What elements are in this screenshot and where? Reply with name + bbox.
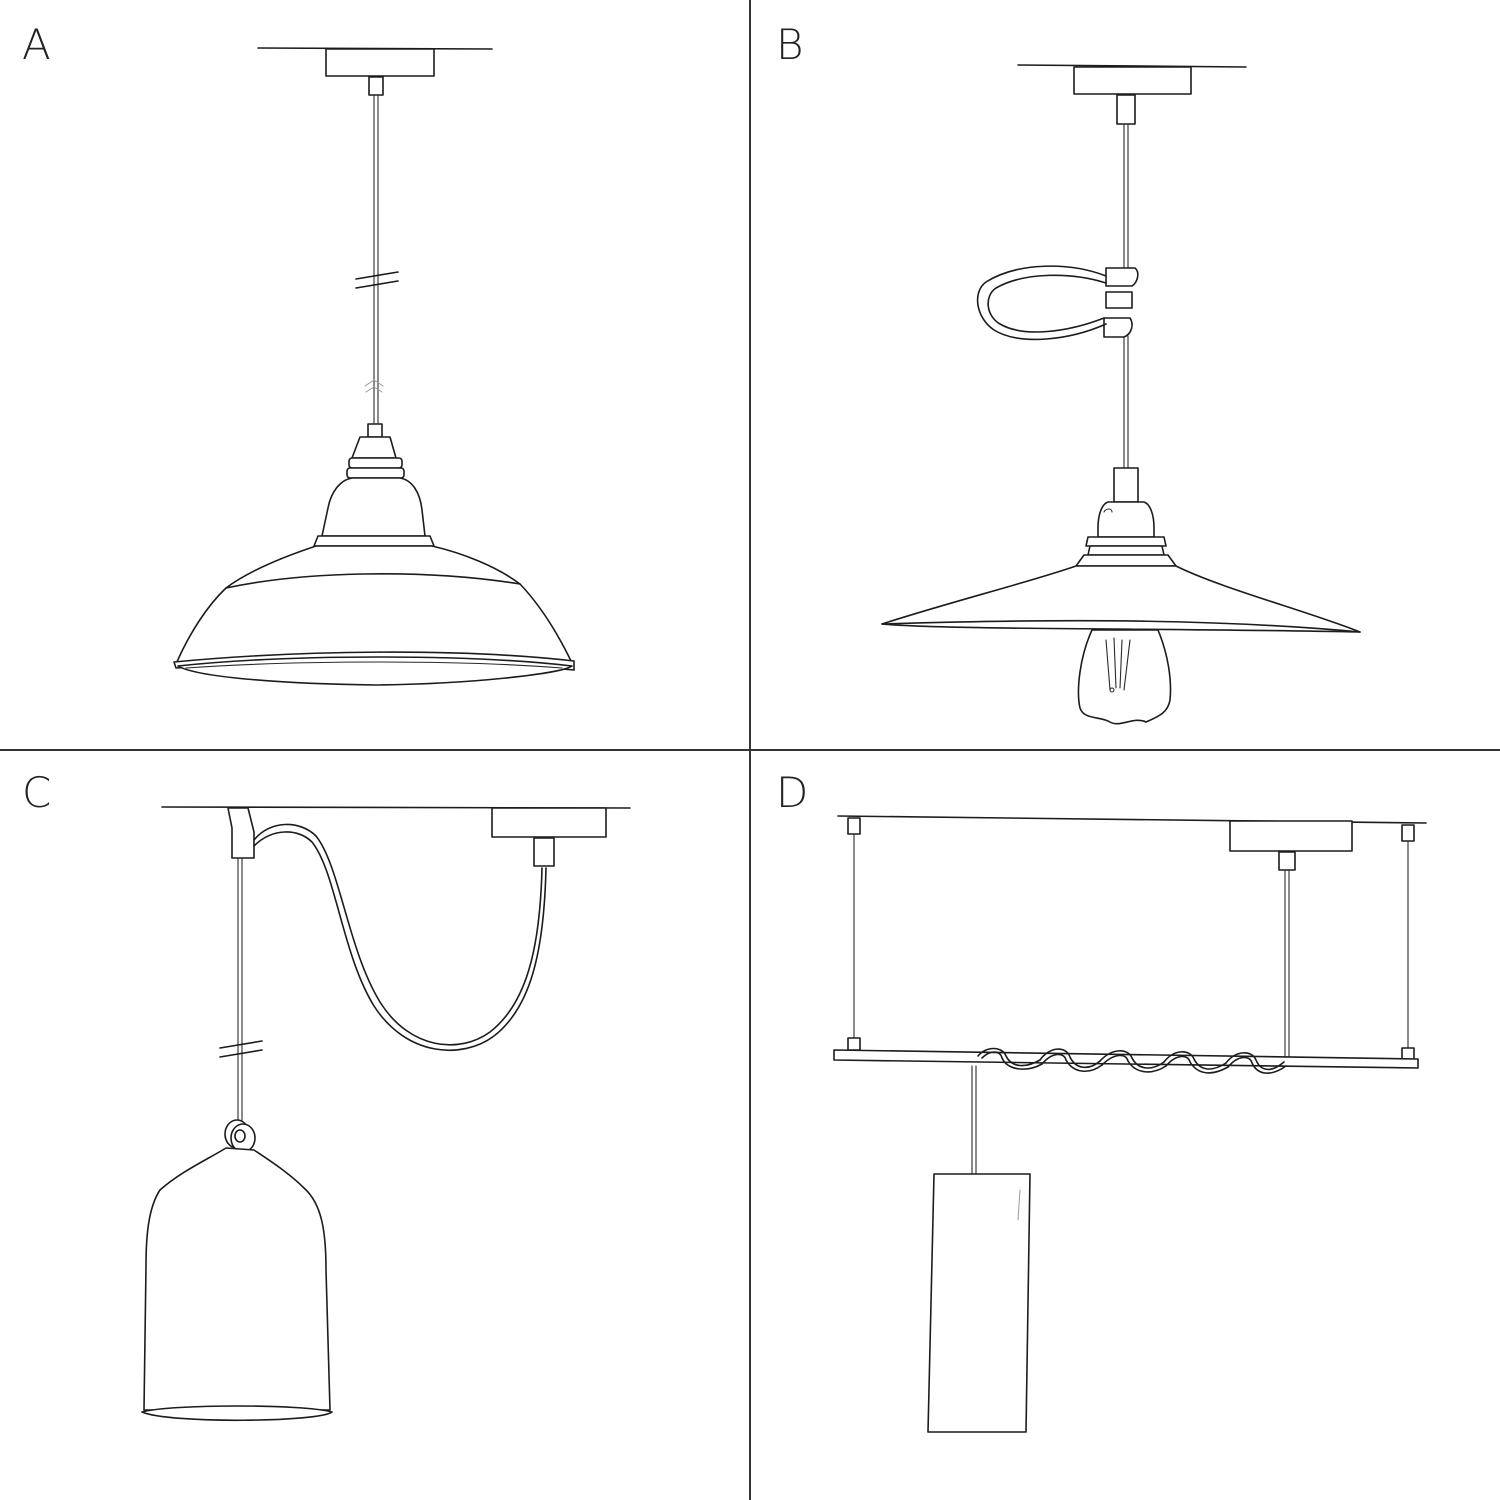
pendant-lamp-a-drawing <box>0 0 750 750</box>
ceiling-rose <box>1074 67 1191 94</box>
enamel-shade <box>176 546 572 664</box>
panel-c: C <box>0 750 750 1500</box>
pendant-lamp-b-drawing <box>750 0 1500 750</box>
cord-clip-upper <box>1106 268 1138 286</box>
lamp-holder <box>1098 502 1154 537</box>
cord-loop <box>978 266 1106 339</box>
cord-clip-lower <box>1104 318 1132 337</box>
flat-dish-shade <box>882 566 1360 632</box>
cord-grip <box>1279 852 1295 870</box>
ceiling-rose <box>326 49 434 76</box>
ceiling-rose <box>1230 821 1352 851</box>
ceiling-anchor-left <box>848 818 860 834</box>
cord-grip <box>534 838 554 866</box>
ceiling-hook <box>228 808 254 858</box>
shade-opening <box>142 1406 332 1420</box>
cord-grip <box>1117 95 1135 124</box>
panel-a: A <box>0 0 750 750</box>
shade-neck-rim <box>314 536 434 546</box>
shade-neck <box>322 478 425 536</box>
shade-band <box>226 574 520 588</box>
lamp-holder-cap <box>1114 468 1138 502</box>
ring-nut <box>1086 537 1166 546</box>
length-break-mark <box>356 272 398 279</box>
panel-label-b: B <box>776 20 805 69</box>
pendant-lamp-c-drawing <box>0 750 750 1500</box>
bulb-filament <box>1106 640 1110 690</box>
length-break-mark <box>220 1041 262 1048</box>
wrapped-cord <box>978 1049 1040 1066</box>
horizontal-divider <box>0 749 1500 751</box>
ceramic-bell-shade <box>144 1148 330 1410</box>
ceiling-anchor-right <box>1402 825 1414 841</box>
suspension-bar <box>834 1050 1418 1068</box>
lamp-holder <box>352 437 396 458</box>
ceiling-line <box>1018 65 1246 67</box>
panel-label-d: D <box>776 768 810 817</box>
panel-d: D <box>750 750 1500 1500</box>
shade-opening <box>178 657 572 685</box>
panel-label-a: A <box>22 20 52 69</box>
ceiling-rose <box>492 808 606 837</box>
ring-nut <box>349 458 402 468</box>
cord-grip <box>369 77 383 95</box>
cord-clip-middle <box>1106 292 1132 308</box>
cylinder-shade <box>928 1174 1030 1432</box>
panel-label-c: C <box>22 768 53 817</box>
lamp-holder-cap <box>368 424 382 437</box>
edison-bulb <box>1079 630 1171 724</box>
pendant-lamp-d-drawing <box>750 750 1500 1500</box>
panel-b: B <box>750 0 1500 750</box>
swag-cord <box>254 824 542 1044</box>
